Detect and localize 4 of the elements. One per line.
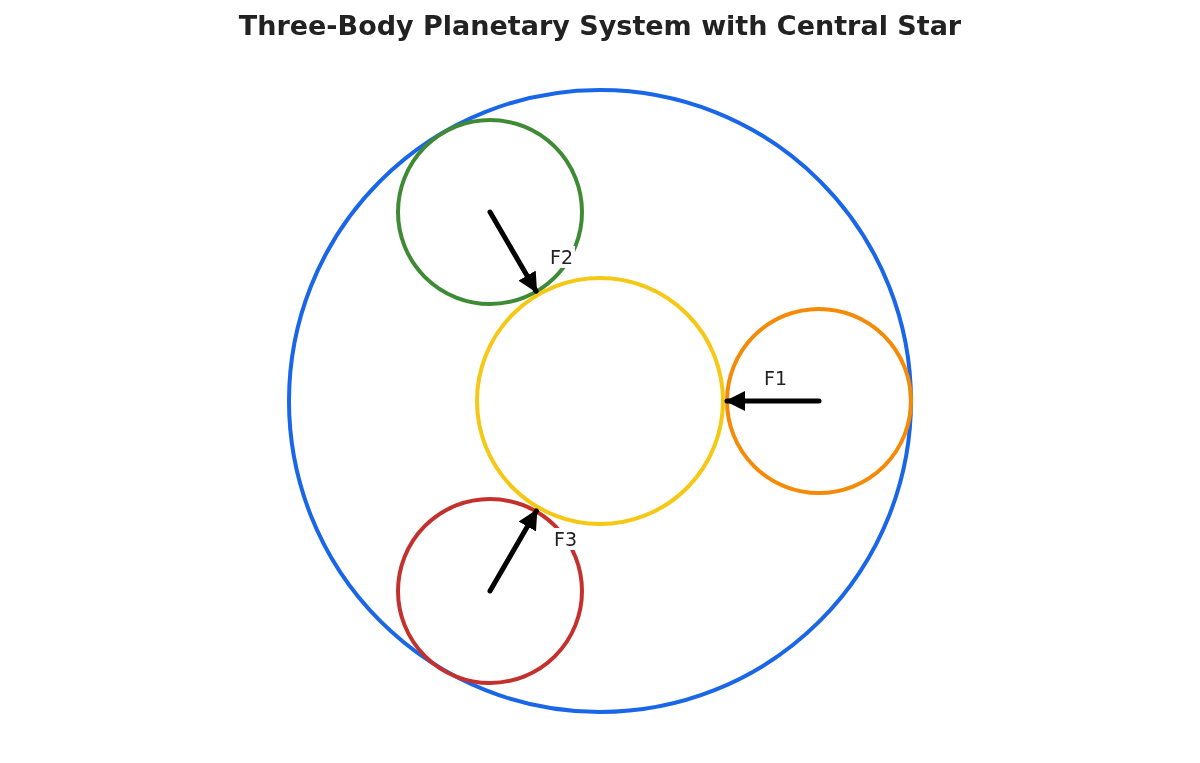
star-circle — [475, 276, 725, 526]
diagram-title: Three-Body Planetary System with Central Star — [237, 10, 963, 41]
force-label: F2 — [548, 246, 576, 268]
orbit-circle — [287, 88, 913, 714]
